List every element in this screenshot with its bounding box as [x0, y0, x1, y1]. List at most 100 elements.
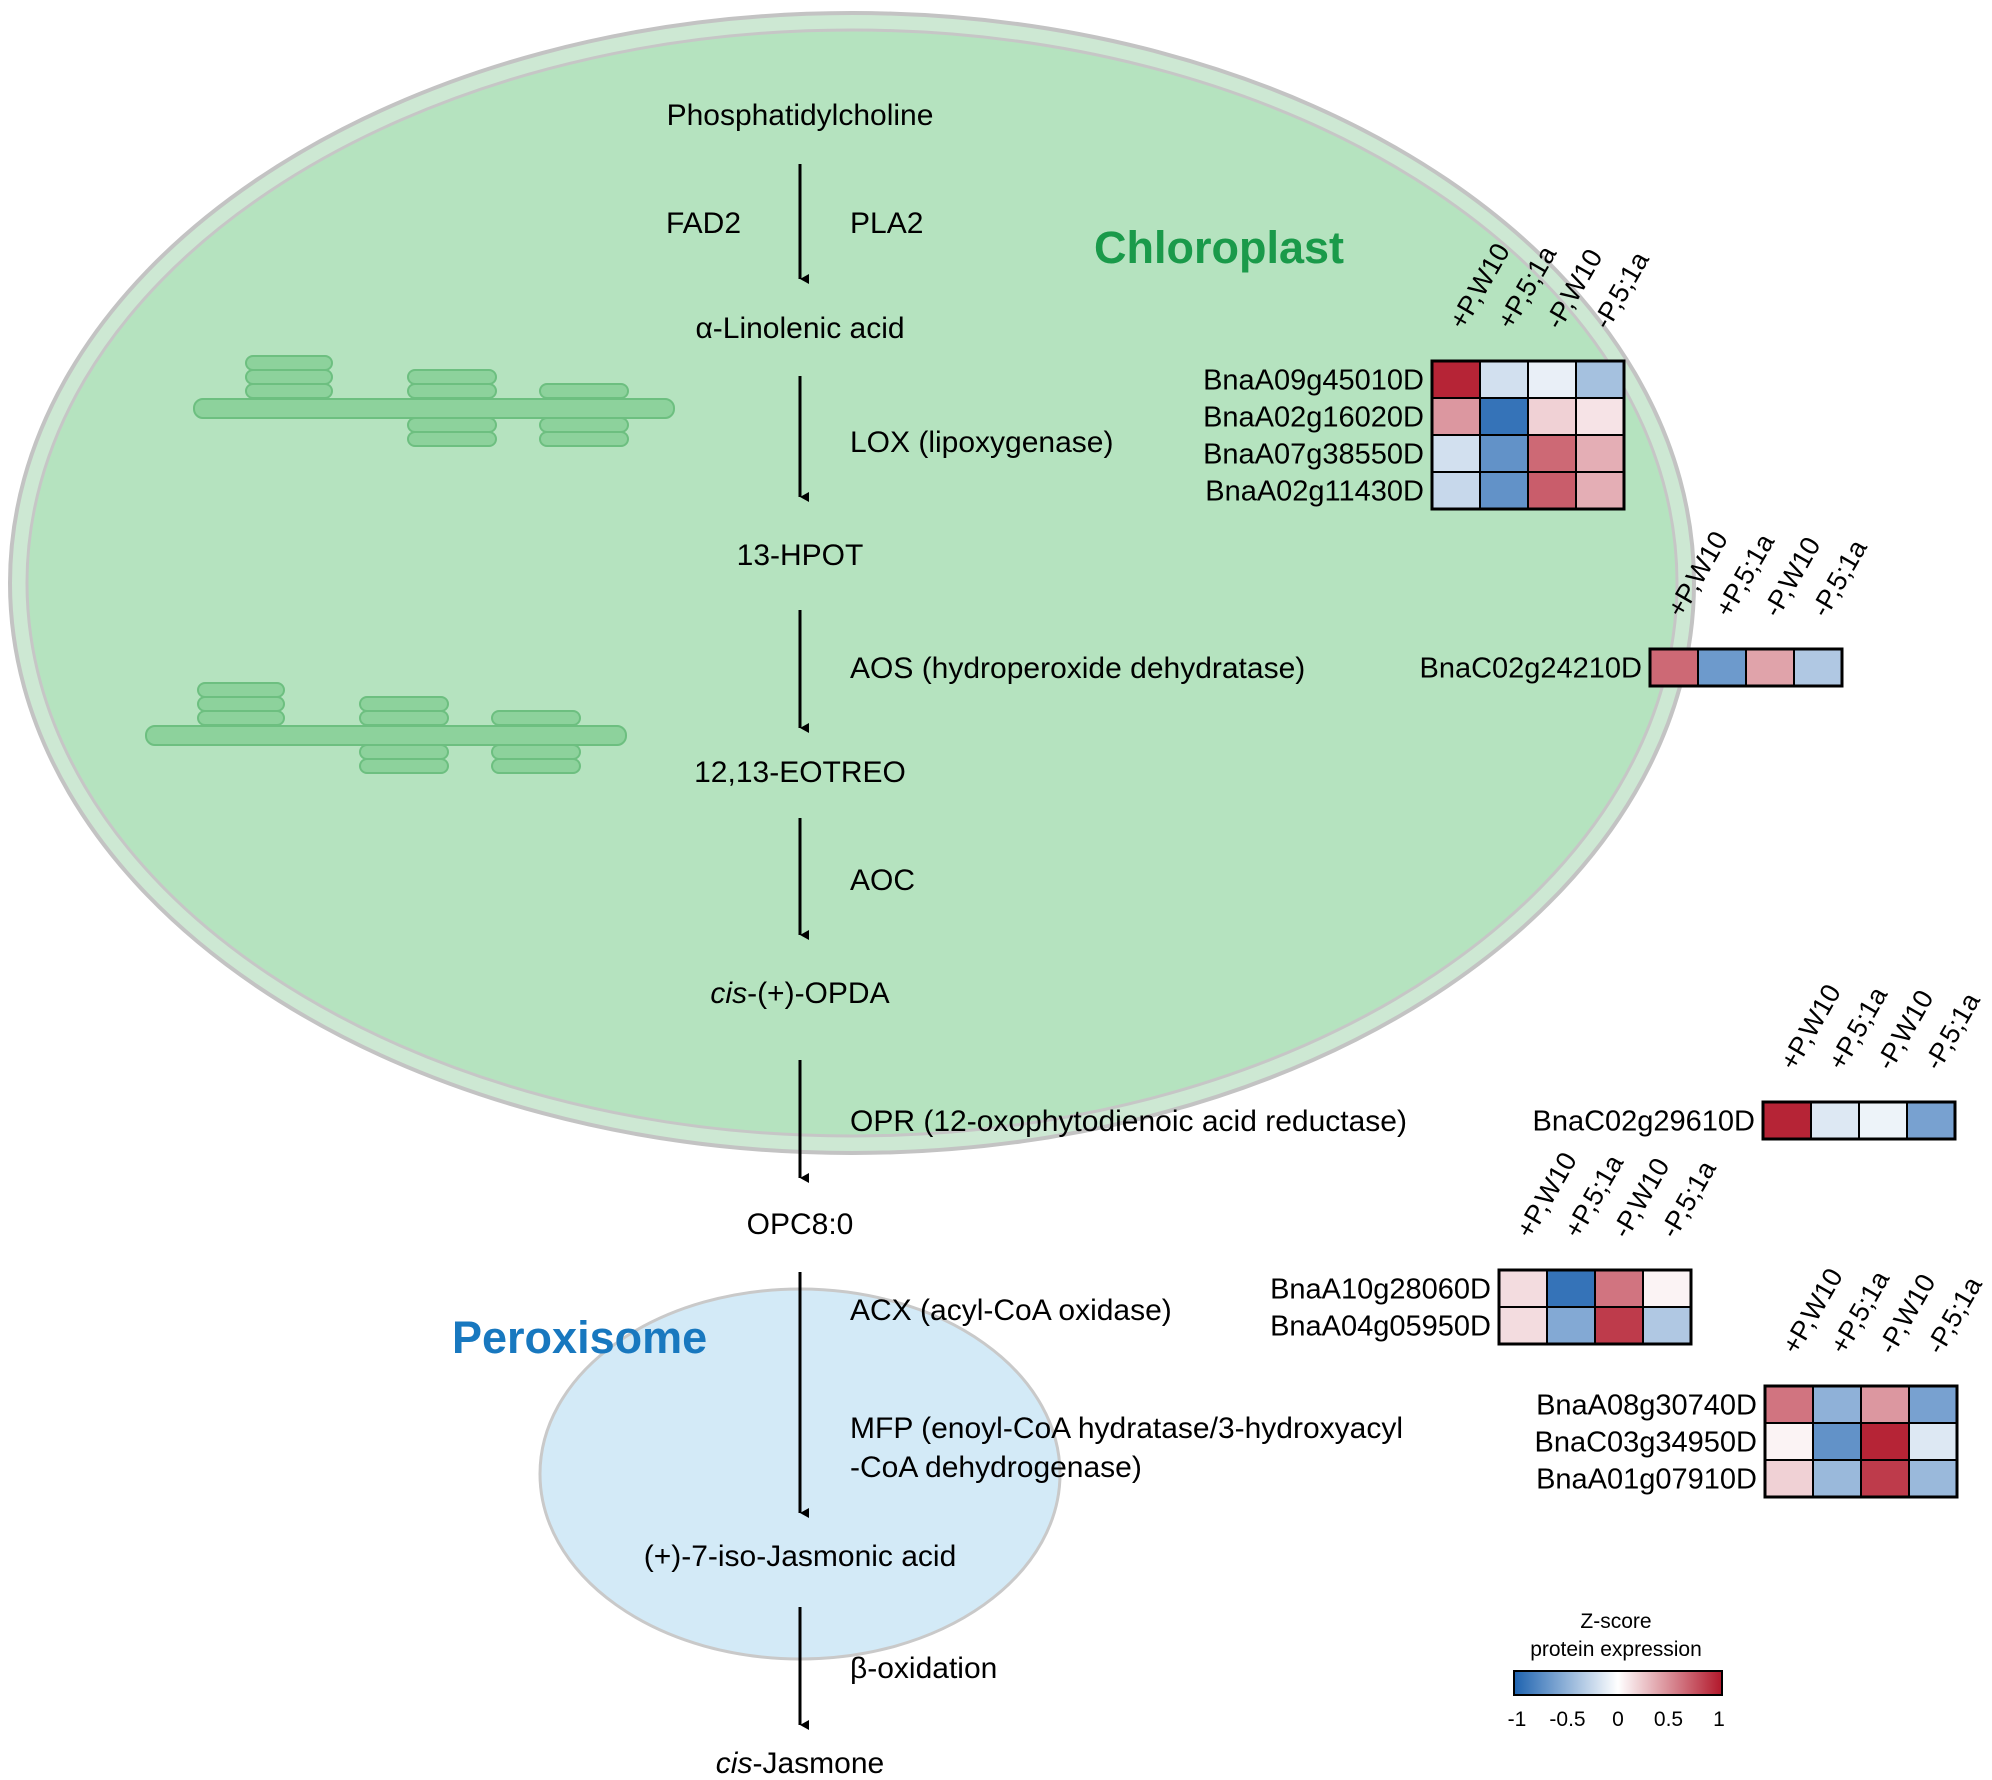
colorbar-tick-label: 0: [1612, 1708, 1624, 1731]
heatmap-cell: [1642, 1269, 1692, 1308]
heatmap-opr: BnaC02g29610D+P,W10+P,5;1a-P,W10-P,5;1a: [1532, 979, 1986, 1141]
enzyme-fad2: FAD2: [666, 207, 741, 240]
enzyme-beta-oxidation: β-oxidation: [850, 1652, 997, 1685]
heatmap-cell: [1575, 471, 1625, 510]
metabolite-phosphatidylcholine: Phosphatidylcholine: [667, 99, 934, 132]
colorbar-tick-label: 0.5: [1654, 1708, 1683, 1731]
metabolites: Phosphatidylcholine α-Linolenic acid 13-…: [644, 99, 957, 1780]
enzyme-aoc: AOC: [850, 864, 915, 897]
heatmap-cell: [1810, 1101, 1860, 1140]
heatmap-cell: [1546, 1306, 1596, 1345]
gene-label: BnaA10g28060D: [1270, 1274, 1491, 1306]
chloroplast-compartment: Chloroplast: [8, 11, 1696, 1155]
metabolite-12-13-eotreo: 12,13-EOTREO: [694, 756, 906, 789]
enzyme-mfp-line1: MFP (enoyl-CoA hydratase/3-hydroxyacyl: [850, 1412, 1403, 1445]
peroxisome-label: Peroxisome: [452, 1312, 707, 1363]
heatmap-cell: [1431, 434, 1481, 473]
heatmap-cell: [1812, 1459, 1862, 1498]
heatmap-cell: [1527, 360, 1577, 399]
heatmap-cell: [1479, 397, 1529, 436]
chloroplast-inner-membrane: [25, 28, 1679, 1138]
heatmap-cell: [1764, 1422, 1814, 1461]
heatmap-cell: [1498, 1269, 1548, 1308]
thylakoid-grana-1: [193, 355, 675, 447]
metabolite-13-hpot: 13-HPOT: [737, 539, 864, 572]
gene-label: BnaA07g38550D: [1203, 439, 1424, 471]
heatmap-frame: [1430, 359, 1626, 511]
heatmap-cell: [1764, 1459, 1814, 1498]
enzyme-pla2: PLA2: [850, 207, 923, 240]
colorbar-tick-label: -1: [1508, 1708, 1527, 1731]
colorbar-tick-label: 1: [1713, 1708, 1725, 1731]
heatmap-cell: [1479, 360, 1529, 399]
heatmap-cell: [1594, 1269, 1644, 1308]
heatmap-cell: [1697, 648, 1747, 687]
heatmap-cell: [1498, 1306, 1548, 1345]
enzymes: FAD2 PLA2 LOX (lipoxygenase) AOS (hydrop…: [666, 207, 1407, 1685]
heatmap-cell: [1908, 1385, 1958, 1424]
metabolite-cis-jasmone: cis-Jasmone: [716, 1747, 884, 1775]
metabolite-cis-opda: cis-(+)-OPDA: [710, 977, 889, 1010]
heatmap-cell: [1908, 1459, 1958, 1498]
gene-label: BnaA02g11430D: [1205, 476, 1424, 508]
enzyme-opr: OPR (12-oxophytodienoic acid reductase): [850, 1105, 1407, 1138]
heatmap-frame: [1761, 1100, 1957, 1141]
metabolite-iso-jasmonic-acid: (+)-7-iso-Jasmonic acid: [644, 1540, 957, 1573]
gene-label: BnaA09g45010D: [1203, 365, 1424, 397]
heatmap-cell: [1479, 434, 1529, 473]
heatmap-cell: [1431, 471, 1481, 510]
heatmap-cell: [1860, 1385, 1910, 1424]
colorbar-gradient: [1513, 1670, 1723, 1696]
heatmap-cell: [1860, 1459, 1910, 1498]
heatmap-cell: [1793, 648, 1843, 687]
heatmap-cell: [1860, 1422, 1910, 1461]
enzyme-mfp-line2: -CoA dehydrogenase): [850, 1451, 1142, 1484]
heatmap-cell: [1575, 360, 1625, 399]
heatmap-cell: [1431, 360, 1481, 399]
heatmap-cell: [1812, 1422, 1862, 1461]
metabolite-opc8: OPC8:0: [747, 1208, 854, 1241]
chloroplast-label: Chloroplast: [1094, 222, 1344, 273]
thylakoid-grana-2: [145, 682, 627, 774]
heatmap-cell: [1479, 471, 1529, 510]
heatmap-cell: [1649, 648, 1699, 687]
heatmap-cell: [1527, 471, 1577, 510]
heatmap-frame: [1648, 647, 1844, 688]
heatmap-cell: [1594, 1306, 1644, 1345]
enzyme-acx: ACX (acyl-CoA oxidase): [850, 1294, 1172, 1327]
colorbar-ticks: -1 -0.5 0 0.5 1: [1508, 1708, 1725, 1731]
heatmap-cell: [1575, 397, 1625, 436]
heatmap-cell: [1762, 1101, 1812, 1140]
metabolite-linolenic-acid: α-Linolenic acid: [695, 312, 904, 345]
enzyme-lox: LOX (lipoxygenase): [850, 426, 1113, 459]
heatmap-cell: [1527, 434, 1577, 473]
gene-label: BnaC02g29610D: [1532, 1106, 1755, 1138]
heatmap-cell: [1575, 434, 1625, 473]
heatmap-cell: [1527, 397, 1577, 436]
heatmap-cell: [1745, 648, 1795, 687]
metabolite-cis-opda-name: -(+)-OPDA: [747, 977, 890, 1010]
heatmap-cell: [1908, 1422, 1958, 1461]
colorbar-tick-label: -0.5: [1549, 1708, 1585, 1731]
heatmap-cell: [1858, 1101, 1908, 1140]
gene-label: BnaC02g24210D: [1419, 653, 1642, 685]
colorbar-title-line1: Z-score: [1580, 1610, 1651, 1633]
colorbar-legend: Z-score protein expression -1 -0.5 0 0.5 1: [1508, 1610, 1725, 1731]
enzyme-aos: AOS (hydroperoxide dehydratase): [850, 652, 1305, 685]
metabolite-cis-jasmone-name: -Jasmone: [752, 1747, 884, 1775]
heatmap-cell: [1642, 1306, 1692, 1345]
heatmap-cell: [1764, 1385, 1814, 1424]
heatmap-cell: [1546, 1269, 1596, 1308]
metabolite-cis-jasmone-prefix: cis: [716, 1747, 753, 1775]
gene-label: BnaC03g34950D: [1534, 1427, 1757, 1459]
heatmap-cell: [1812, 1385, 1862, 1424]
colorbar-title-line2: protein expression: [1530, 1638, 1702, 1661]
gene-label: BnaA04g05950D: [1270, 1311, 1491, 1343]
gene-label: BnaA02g16020D: [1203, 402, 1424, 434]
gene-label: BnaA01g07910D: [1536, 1464, 1757, 1496]
metabolite-cis-opda-prefix: cis: [710, 977, 747, 1010]
heatmap-acx: BnaA10g28060DBnaA04g05950D+P,W10+P,5;1a-…: [1270, 1147, 1722, 1346]
heatmap-cell: [1431, 397, 1481, 436]
heatmap-cell: [1906, 1101, 1956, 1140]
